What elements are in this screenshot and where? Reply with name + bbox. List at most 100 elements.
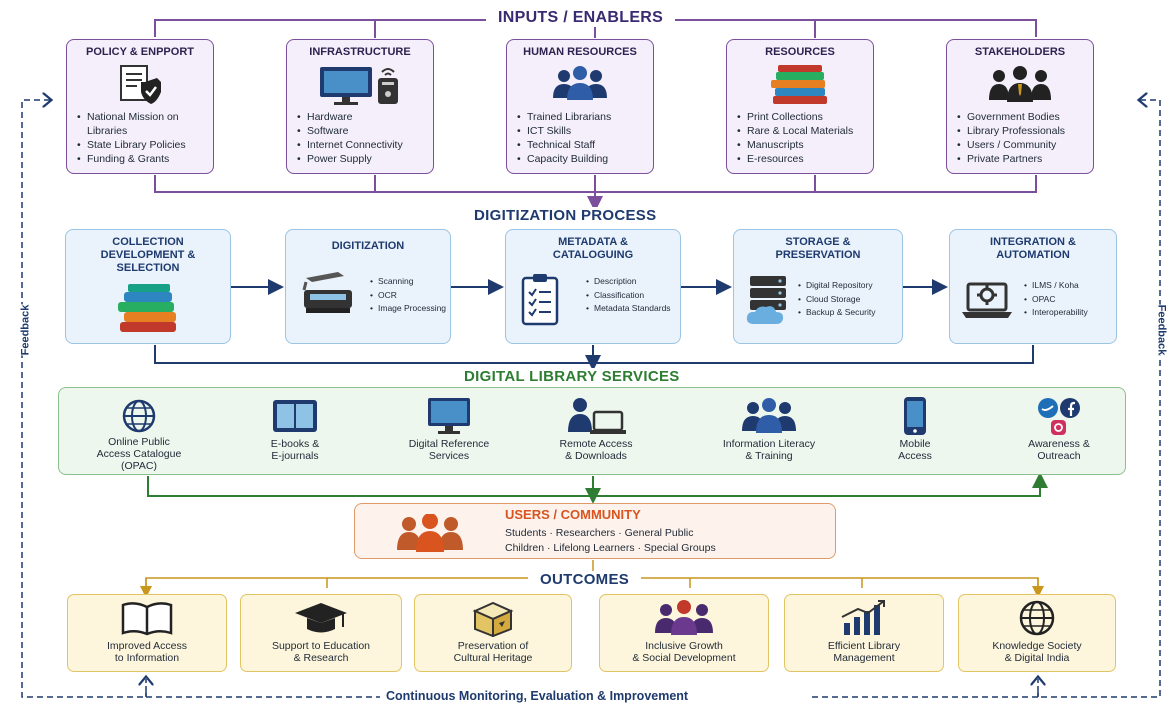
list-item: Hardware <box>297 110 429 124</box>
process-step-metadata: METADATA & CATALOGUING Description Class… <box>505 229 681 344</box>
list-item: State Library Policies <box>77 138 209 152</box>
service-label: E-books & E-journals <box>270 438 320 462</box>
input-box-title: RESOURCES <box>765 46 835 58</box>
scanner-icon <box>300 268 356 323</box>
input-box-title: STAKEHOLDERS <box>974 46 1066 58</box>
process-step-list: ILMS / Koha OPAC Interoperability <box>1024 280 1116 321</box>
list-item: Cloud Storage <box>798 294 902 305</box>
service-ebooks: E-books & E-journals <box>225 388 365 476</box>
users-line-2: Children · Lifelong Learners · Special G… <box>505 542 716 554</box>
process-step-title: INTEGRATION & AUTOMATION <box>990 236 1076 261</box>
list-item: OCR <box>370 290 448 301</box>
list-item: Private Partners <box>957 152 1089 166</box>
process-step-title: STORAGE & PRESERVATION <box>775 236 861 261</box>
users-title: USERS / COMMUNITY <box>505 507 641 522</box>
bar-chart-icon <box>785 599 943 637</box>
input-box-human-resources: HUMAN RESOURCES Trained Librarians ICT S… <box>506 39 654 174</box>
list-item: Software <box>297 124 429 138</box>
input-box-title: POLICY & ENPPORT <box>86 46 194 58</box>
list-item: National Mission on Libraries <box>77 110 209 138</box>
service-label: Remote Access & Downloads <box>559 438 633 462</box>
document-shield-icon <box>67 64 213 106</box>
input-box-list: National Mission on Libraries State Libr… <box>77 110 209 166</box>
list-item: Description <box>586 276 678 287</box>
input-box-title: HUMAN RESOURCES <box>523 46 637 58</box>
book-stack-icon <box>727 64 873 106</box>
service-label: Awareness & Outreach <box>1028 438 1090 462</box>
computer-router-icon <box>287 64 433 106</box>
input-box-resources: RESOURCES Print Collections Rare & Local… <box>726 39 874 174</box>
list-item: Capacity Building <box>517 152 649 166</box>
list-item: Users / Community <box>957 138 1089 152</box>
service-label: Digital Reference Services <box>408 438 490 462</box>
input-box-infrastructure: INFRASTRUCTURE Hardware Software Interne… <box>286 39 434 174</box>
list-item: Technical Staff <box>517 138 649 152</box>
input-box-stakeholders: STAKEHOLDERS Government Bodies Library P… <box>946 39 1094 174</box>
outcome-label: Preservation of Cultural Heritage <box>453 640 533 664</box>
outcome-label: Inclusive Growth & Social Development <box>632 640 736 664</box>
checklist-clipboard-icon <box>520 272 560 331</box>
process-step-list: Description Classification Metadata Stan… <box>586 276 678 317</box>
outcome-education-research: Support to Education & Research <box>240 594 402 672</box>
input-box-title: INFRASTRUCTURE <box>309 46 411 58</box>
list-item: Digital Repository <box>798 280 902 291</box>
list-item: Classification <box>586 290 678 301</box>
list-item: Backup & Security <box>798 307 902 318</box>
users-line-1: Students · Researchers · General Public <box>505 527 694 539</box>
monitor-icon <box>379 396 519 436</box>
process-step-title: METADATA & CATALOGUING <box>552 236 634 261</box>
process-step-integration: INTEGRATION & AUTOMATION ILMS / Koha OPA… <box>949 229 1117 344</box>
services-title: DIGITAL LIBRARY SERVICES <box>452 368 692 385</box>
service-information-literacy: Information Literacy & Training <box>699 388 839 476</box>
input-box-list: Trained Librarians ICT Skills Technical … <box>517 110 649 166</box>
outcome-cultural-heritage: Preservation of Cultural Heritage <box>414 594 572 672</box>
feedback-label-right: Feedback <box>1153 304 1170 356</box>
service-label: Information Literacy & Training <box>722 438 816 462</box>
list-item: Rare & Local Materials <box>737 124 869 138</box>
list-item: E-resources <box>737 152 869 166</box>
list-item: OPAC <box>1024 294 1116 305</box>
people-group-icon <box>507 64 653 106</box>
outcome-inclusive-growth: Inclusive Growth & Social Development <box>599 594 769 672</box>
process-title: DIGITIZATION PROCESS <box>462 207 669 224</box>
globe-icon <box>69 396 209 436</box>
inputs-title: INPUTS / ENABLERS <box>486 9 676 27</box>
outcomes-title: OUTCOMES <box>528 571 642 588</box>
list-item: Interoperability <box>1024 307 1116 318</box>
service-digital-reference: Digital Reference Services <box>379 388 519 476</box>
process-step-storage: STORAGE & PRESERVATION Digital Repositor… <box>733 229 903 344</box>
process-step-title: DIGITIZATION <box>331 240 405 252</box>
outcome-improved-access: Improved Access to Information <box>67 594 227 672</box>
outcome-label: Support to Education & Research <box>271 640 371 664</box>
service-opac: Online Public Access Catalogue (OPAC) <box>69 388 209 476</box>
outcome-label: Improved Access to Information <box>107 640 187 664</box>
graduation-cap-icon <box>241 599 401 637</box>
input-box-policy: POLICY & ENPPORT National Mission on Lib… <box>66 39 214 174</box>
heritage-box-icon <box>415 599 571 637</box>
stakeholders-icon <box>947 64 1093 106</box>
outcome-knowledge-society: Knowledge Society & Digital India <box>958 594 1116 672</box>
globe-icon <box>959 599 1115 637</box>
list-item: Scanning <box>370 276 448 287</box>
people-group-icon <box>699 396 839 436</box>
list-item: Metadata Standards <box>586 303 678 314</box>
server-cloud-icon <box>744 274 794 331</box>
service-mobile-access: Mobile Access <box>845 388 985 476</box>
list-item: Power Supply <box>297 152 429 166</box>
service-awareness: Awareness & Outreach <box>989 388 1129 476</box>
list-item: ICT Skills <box>517 124 649 138</box>
user-computer-icon <box>526 396 666 436</box>
list-item: Print Collections <box>737 110 869 124</box>
service-label: Online Public Access Catalogue (OPAC) <box>96 436 182 472</box>
list-item: Library Professionals <box>957 124 1089 138</box>
community-icon <box>395 513 465 557</box>
process-step-list: Digital Repository Cloud Storage Backup … <box>798 280 902 321</box>
input-box-list: Print Collections Rare & Local Materials… <box>737 110 869 166</box>
outcome-label: Knowledge Society & Digital India <box>992 640 1082 664</box>
list-item: Image Processing <box>370 303 448 314</box>
laptop-gear-icon <box>960 276 1014 327</box>
list-item: Internet Connectivity <box>297 138 429 152</box>
input-box-list: Government Bodies Library Professionals … <box>957 110 1089 166</box>
service-remote-access: Remote Access & Downloads <box>526 388 666 476</box>
list-item: Funding & Grants <box>77 152 209 166</box>
